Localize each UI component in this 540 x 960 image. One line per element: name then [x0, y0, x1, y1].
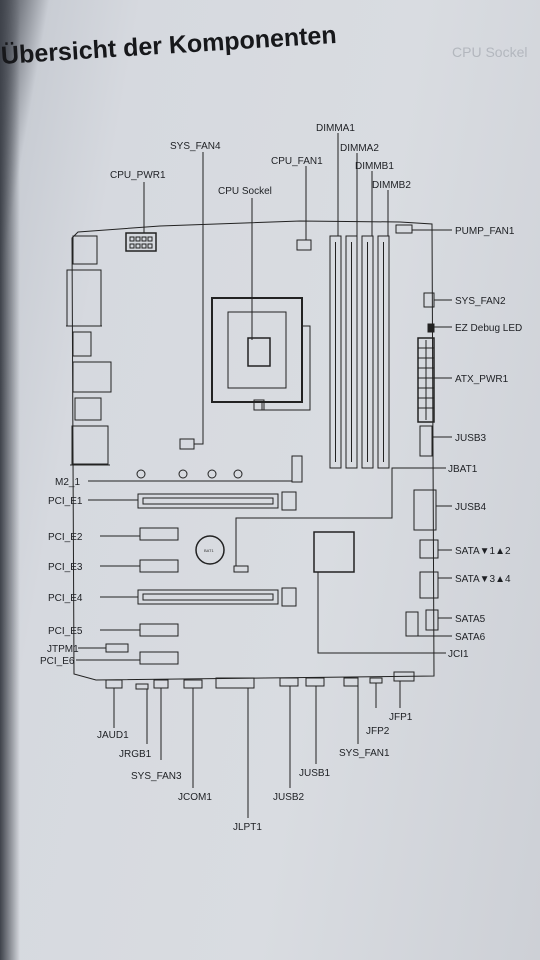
label-pci-e1: PCI_E1 — [48, 496, 83, 507]
label-jusb2: JUSB2 — [273, 792, 305, 803]
label-sata34: SATA▼3▲4 — [455, 574, 511, 585]
label-cpu-pwr1: CPU_PWR1 — [110, 170, 166, 181]
pci-e4-slot — [137, 587, 297, 607]
label-jbat1: JBAT1 — [448, 464, 478, 475]
label-pci-e4: PCI_E4 — [48, 593, 83, 604]
label-pci-e6: PCI_E6 — [40, 656, 75, 667]
jrgb1-header — [135, 683, 149, 690]
label-jrgb1: JRGB1 — [119, 749, 152, 760]
jcom1-header — [183, 679, 203, 689]
jusb2-header — [279, 677, 299, 687]
cpu-socket — [211, 297, 311, 411]
label-atx-pwr1: ATX_PWR1 — [455, 374, 509, 385]
atx-pwr1-connector — [417, 337, 435, 423]
label-jtpm1: JTPM1 — [47, 644, 79, 655]
label-pump-fan1: PUMP_FAN1 — [455, 226, 515, 237]
label-cpu-fan1: CPU_FAN1 — [271, 156, 323, 167]
pci-e1-slot — [137, 491, 297, 511]
jfp2-header — [369, 677, 383, 684]
page-edge-shadow — [0, 0, 20, 960]
cmos-battery — [195, 535, 225, 565]
label-ez-debug-led: EZ Debug LED — [455, 323, 522, 334]
jfp1-header — [393, 671, 415, 682]
dimm-slots — [329, 235, 390, 469]
label-jusb1: JUSB1 — [299, 768, 331, 779]
pci-e6-slot — [139, 651, 179, 665]
battery-label: BAT1 — [204, 548, 214, 553]
sys-fan1-header — [343, 677, 359, 687]
label-jusb4: JUSB4 — [455, 502, 487, 513]
label-jaud1: JAUD1 — [97, 730, 129, 741]
label-sys-fan3: SYS_FAN3 — [131, 771, 182, 782]
label-pci-e2: PCI_E2 — [48, 532, 83, 543]
pump-fan1-header — [395, 224, 413, 234]
label-pci-e3: PCI_E3 — [48, 562, 83, 573]
label-m2-1: M2_1 — [55, 477, 80, 488]
label-sys-fan4: SYS_FAN4 — [170, 141, 221, 152]
cpu-fan1-header — [296, 239, 312, 251]
label-jfp2: JFP2 — [366, 726, 390, 737]
jusb4-header — [413, 489, 437, 531]
label-jlpt1: JLPT1 — [233, 822, 262, 833]
pci-e3-slot — [139, 559, 179, 573]
label-pci-e5: PCI_E5 — [48, 626, 83, 637]
label-dimma1: DIMMA1 — [316, 123, 355, 134]
pci-e5-slot — [139, 623, 179, 637]
leader-lines — [76, 133, 452, 818]
m2-standoffs — [136, 455, 303, 483]
label-sys-fan2: SYS_FAN2 — [455, 296, 506, 307]
label-dimmb1: DIMMB1 — [355, 161, 394, 172]
sata34-connector — [419, 571, 439, 599]
rear-io-panel — [66, 235, 112, 466]
sata12-connector — [419, 539, 439, 559]
label-jfp1: JFP1 — [389, 712, 413, 723]
jaud1-header — [105, 679, 123, 689]
jtpm1-header — [105, 643, 129, 653]
bleed-through-text: CPU Sockel — [452, 44, 528, 60]
label-cpu-sockel: CPU Sockel — [218, 186, 272, 197]
sata5-connector — [425, 609, 439, 631]
label-sata12: SATA▼1▲2 — [455, 546, 511, 557]
pci-e2-slot — [139, 527, 179, 541]
jusb1-header — [305, 677, 325, 687]
ez-debug-led — [427, 323, 435, 333]
labels: DIMMA1 SYS_FAN4 DIMMA2 CPU_FAN1 CPU_PWR1… — [40, 123, 522, 833]
label-dimmb2: DIMMB2 — [372, 180, 411, 191]
label-jci1: JCI1 — [448, 649, 469, 660]
sys-fan3-header — [153, 679, 169, 689]
label-sata5: SATA5 — [455, 614, 486, 625]
label-jusb3: JUSB3 — [455, 433, 487, 444]
jusb3-header — [419, 425, 433, 457]
jlpt1-header — [215, 677, 255, 689]
label-dimma2: DIMMA2 — [340, 143, 379, 154]
label-sys-fan1: SYS_FAN1 — [339, 748, 390, 759]
cpu-pwr1-connector — [125, 232, 157, 252]
label-sata6: SATA6 — [455, 632, 486, 643]
sys-fan4-header — [179, 438, 195, 450]
label-jcom1: JCOM1 — [178, 792, 212, 803]
jbat1-jumper — [233, 565, 249, 573]
bottom-headers — [105, 671, 415, 690]
board-outline — [71, 220, 435, 681]
chipset — [313, 531, 355, 573]
sata6-connector — [405, 611, 419, 637]
